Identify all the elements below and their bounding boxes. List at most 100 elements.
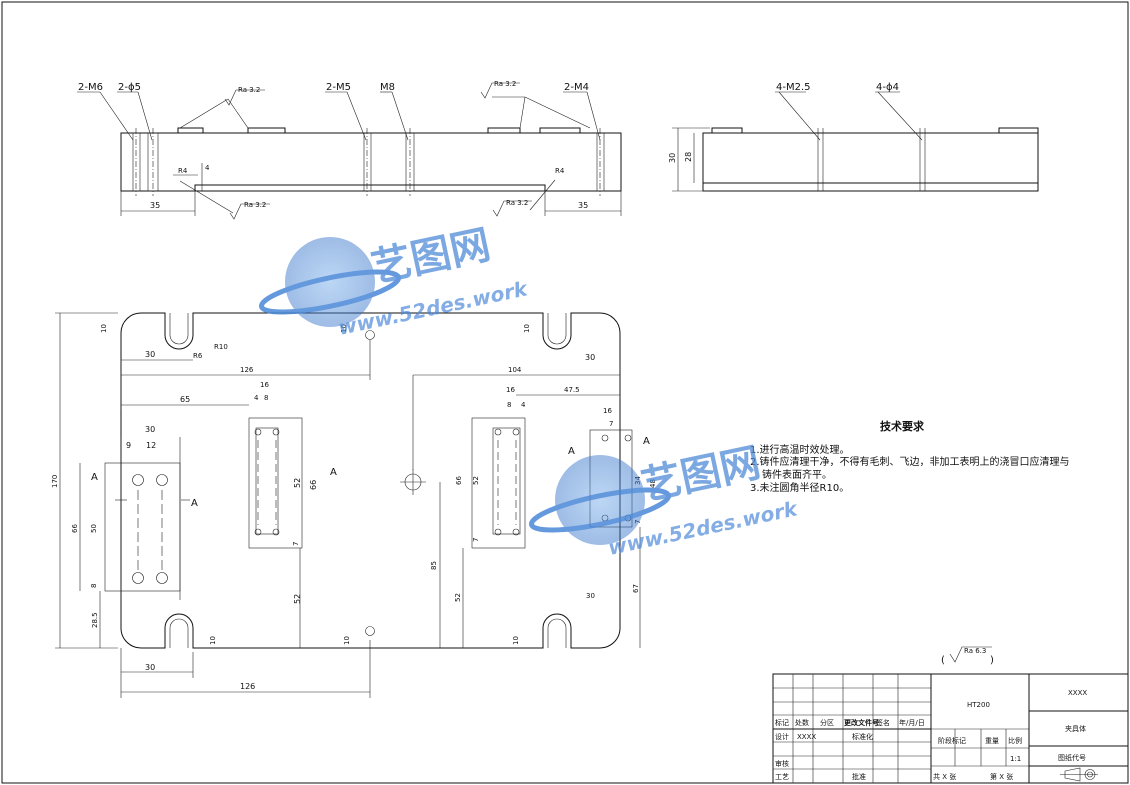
dim-side-28: 28	[684, 152, 693, 162]
svg-text:126: 126	[240, 682, 255, 691]
svg-text:9: 9	[126, 441, 131, 450]
svg-text:8: 8	[264, 394, 268, 402]
section-mark-a: A	[643, 436, 650, 447]
svg-text:7: 7	[292, 542, 300, 546]
svg-text:126: 126	[240, 366, 254, 374]
svg-text:48: 48	[649, 479, 657, 488]
section-mark-a: A	[91, 472, 98, 483]
label-2-m5: 2-M5	[326, 82, 351, 93]
svg-text:66: 66	[71, 524, 79, 533]
label-2-m4: 2-M4	[564, 82, 589, 93]
dim-side-30: 30	[668, 153, 677, 163]
globe-icon	[555, 455, 645, 545]
svg-text:分区: 分区	[820, 718, 834, 727]
svg-text:30: 30	[145, 350, 155, 359]
svg-text:阶段标记: 阶段标记	[938, 736, 966, 745]
svg-text:Ra 3.2: Ra 3.2	[506, 199, 528, 207]
svg-text:(: (	[941, 655, 945, 666]
svg-text:R6: R6	[193, 352, 203, 360]
svg-text:10: 10	[523, 324, 531, 333]
svg-text:30: 30	[586, 592, 595, 600]
svg-text:47.5: 47.5	[564, 386, 580, 394]
svg-text:10: 10	[340, 324, 348, 333]
svg-text:比例: 比例	[1008, 736, 1022, 745]
svg-text:重量: 重量	[985, 737, 999, 745]
svg-text:工艺: 工艺	[775, 773, 789, 781]
svg-text:66: 66	[455, 476, 463, 485]
svg-text:65: 65	[180, 395, 190, 404]
part-code: XXXX	[1068, 689, 1087, 697]
svg-text:12: 12	[146, 441, 156, 450]
svg-text:10: 10	[100, 324, 108, 333]
svg-text:R4: R4	[178, 167, 188, 175]
svg-text:10: 10	[209, 636, 217, 645]
label-m8: M8	[380, 82, 395, 93]
svg-text:处数: 处数	[795, 718, 809, 727]
svg-text:10: 10	[343, 636, 351, 645]
svg-text:年/月/日: 年/月/日	[899, 718, 925, 727]
svg-text:52: 52	[293, 594, 302, 604]
svg-text:第 X 张: 第 X 张	[990, 772, 1013, 781]
section-mark-a: A	[330, 467, 337, 478]
svg-text:7: 7	[609, 420, 613, 428]
tech-item: 3.未注圆角半径R10。	[750, 481, 849, 494]
svg-text:28.5: 28.5	[91, 612, 99, 628]
svg-text:85: 85	[430, 561, 438, 570]
svg-text:52: 52	[454, 593, 462, 602]
roughness-symbol-1: Ra 3.2	[179, 86, 265, 129]
title-block: 标记 处数 分区 更改文件号 签名 年/月/日 设计 XXXX 标准化 审核 工…	[772, 673, 1129, 784]
label-4-m2-5: 4-M2.5	[776, 82, 811, 93]
material: HT200	[967, 701, 990, 709]
dim-right-35: 35	[578, 201, 588, 210]
svg-text:52: 52	[293, 478, 302, 488]
svg-text:4: 4	[205, 164, 210, 172]
tech-item: 2.铸件应清理干净，不得有毛刺、飞边，非加工表明上的浇冒口应清理与	[750, 455, 1070, 468]
general-roughness: ( Ra 6.3 )	[941, 646, 994, 666]
svg-text:标准化: 标准化	[852, 732, 873, 741]
tech-requirements-heading: 技术要求	[880, 419, 925, 433]
watermark-brand: 艺图网	[368, 222, 495, 292]
svg-text:16: 16	[260, 381, 269, 389]
globe-icon	[285, 237, 375, 327]
projection-symbol-icon	[1060, 767, 1098, 782]
tech-item: 铸件表面齐平。	[762, 468, 832, 481]
front-section-view: 2-M6 2-ϕ5 2-M5 M8 2-M4 Ra 3.2 Ra 3.2 Ra …	[77, 80, 622, 220]
svg-text:批准: 批准	[852, 772, 866, 781]
tech-item: 1.进行高温时效处理。	[750, 443, 850, 456]
svg-text:设计: 设计	[775, 732, 789, 741]
svg-text:标记: 标记	[775, 718, 789, 727]
svg-text:10: 10	[512, 636, 520, 645]
svg-text:Ra 3.2: Ra 3.2	[238, 86, 260, 94]
svg-text:67: 67	[632, 584, 640, 593]
watermark-upper: 艺图网 www.52des.work	[258, 222, 531, 340]
svg-text:更改文件号: 更改文件号	[844, 718, 879, 727]
label-2-phi5: 2-ϕ5	[118, 82, 141, 93]
technical-requirements: 技术要求 1.进行高温时效处理。 2.铸件应清理干净，不得有毛刺、飞边，非加工表…	[750, 419, 1070, 494]
roughness-symbol-4: Ra 3.2 R4	[492, 167, 565, 217]
plan-view: A A A A A 10 10 10 30 30 R10 R6	[51, 312, 657, 698]
svg-text:R10: R10	[214, 343, 228, 351]
svg-text:XXXX: XXXX	[797, 733, 816, 741]
svg-text:30: 30	[145, 663, 155, 672]
svg-text:7: 7	[472, 538, 480, 542]
label-4-phi4: 4-ϕ4	[876, 82, 899, 93]
roughness-symbol-3: Ra 3.2 R4 4	[173, 163, 270, 220]
svg-text:签名: 签名	[876, 718, 890, 727]
svg-text:8: 8	[90, 584, 98, 588]
svg-text:52: 52	[472, 476, 480, 485]
svg-text:16: 16	[603, 407, 612, 415]
part-name: 夹具体	[1065, 724, 1086, 733]
svg-text:4: 4	[521, 401, 526, 409]
svg-text:审核: 审核	[775, 759, 789, 768]
svg-text:): )	[990, 655, 994, 666]
svg-text:R4: R4	[555, 167, 565, 175]
side-section-view: 4-M2.5 4-ϕ4 30 28	[668, 82, 1039, 192]
section-mark-a: A	[191, 498, 198, 509]
svg-text:16: 16	[506, 386, 515, 394]
svg-text:30: 30	[145, 425, 155, 434]
watermark-brand: 艺图网	[638, 440, 765, 510]
svg-text:4: 4	[254, 394, 259, 402]
svg-text:Ra 3.2: Ra 3.2	[244, 201, 266, 209]
